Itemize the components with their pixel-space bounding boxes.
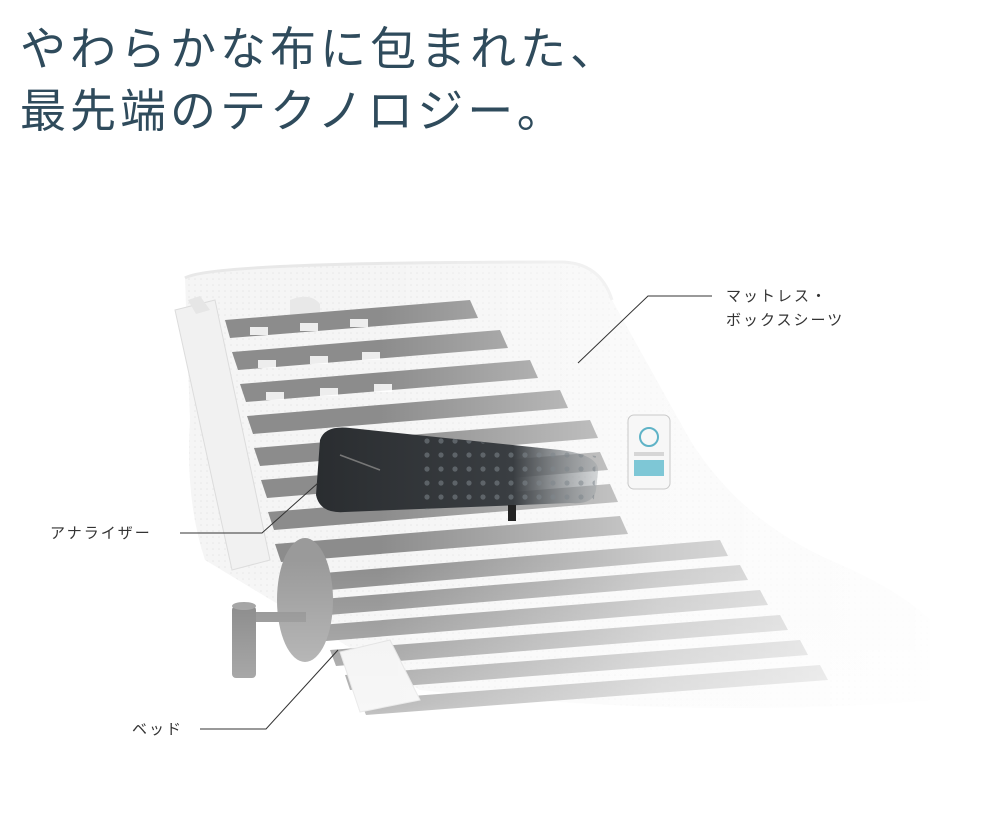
label-mattress-line-2: ボックスシーツ [726,311,845,329]
leader-line-analyzer [180,482,319,534]
headline: やわらかな布に包まれた、 最先端のテクノロジー。 [20,18,620,142]
label-bed: ベッド [132,720,184,738]
analyzer-pad [316,427,599,521]
leader-line-bed [200,649,339,730]
smartphone [627,414,671,490]
label-analyzer: アナライザー [50,524,152,542]
leader-lines [180,295,712,730]
label-mattress-line-1: マットレス・ [726,287,829,305]
headline-line-2: 最先端のテクノロジー。 [20,84,567,138]
leader-line-mattress [577,295,712,364]
headline-line-1: やわらかな布に包まれた、 [20,22,620,76]
label-mattress-box-sheets: マットレス・ ボックスシーツ [726,284,844,332]
